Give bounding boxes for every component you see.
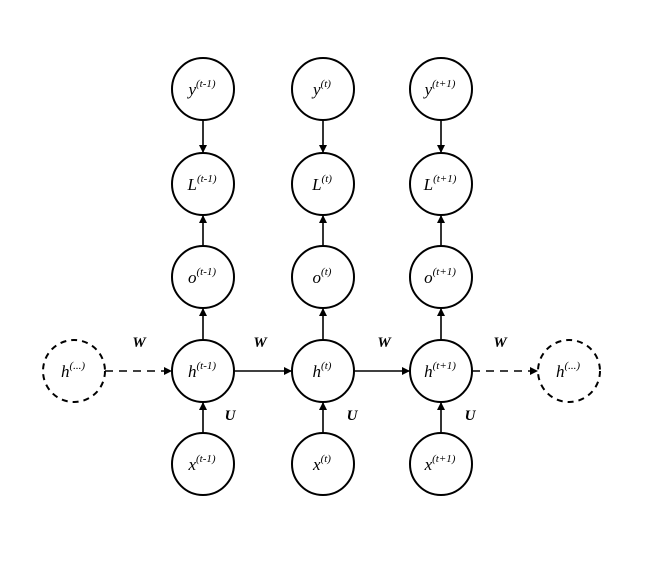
node-label: y(t-1) xyxy=(186,78,215,99)
node-label: L(t+1) xyxy=(423,173,457,194)
node-label: h(t-1) xyxy=(188,360,216,381)
node-L-tm1: L(t-1) xyxy=(171,152,235,216)
node-circle xyxy=(537,339,601,403)
node-y-tp1: y(t+1) xyxy=(409,57,473,121)
weight-label-w3: W xyxy=(377,335,392,351)
node-base: y xyxy=(186,80,196,99)
node-circle xyxy=(409,152,473,216)
node-superscript: (t-1) xyxy=(196,78,216,90)
node-label: L(t-1) xyxy=(186,173,216,194)
node-superscript: (t+1) xyxy=(432,78,456,90)
weight-labels: W W W W U U U xyxy=(132,335,508,424)
node-superscript: (t) xyxy=(321,78,332,90)
node-L-tp1: L(t+1) xyxy=(409,152,473,216)
node-base: x xyxy=(187,455,196,474)
node-label: h(...) xyxy=(61,360,85,381)
node-y-tm1: y(t-1) xyxy=(171,57,235,121)
node-h-tp1: h(t+1) xyxy=(409,339,473,403)
node-base: o xyxy=(188,268,197,287)
node-h-t: h(t) xyxy=(291,339,355,403)
node-o-t: o(t) xyxy=(291,245,355,309)
node-circle xyxy=(291,339,355,403)
node-base: y xyxy=(423,80,433,99)
node-label: o(t) xyxy=(313,266,332,287)
weight-label-u2: U xyxy=(347,408,359,424)
node-label: y(t) xyxy=(311,78,331,99)
node-superscript: (t+1) xyxy=(432,453,456,465)
node-circle xyxy=(409,245,473,309)
node-x-t: x(t) xyxy=(291,432,355,496)
node-h-tm1: h(t-1) xyxy=(171,339,235,403)
node-o-tm1: o(t-1) xyxy=(171,245,235,309)
node-base: h xyxy=(424,362,433,381)
node-label: L(t) xyxy=(311,173,332,194)
node-h-prev: h(...) xyxy=(42,339,106,403)
weight-label-w4: W xyxy=(493,335,508,351)
node-superscript: (t+1) xyxy=(433,360,457,372)
node-label: x(t-1) xyxy=(187,453,215,474)
node-superscript: (t-1) xyxy=(197,173,217,185)
node-superscript: (t-1) xyxy=(196,360,216,372)
node-base: L xyxy=(311,175,321,194)
edges xyxy=(105,120,538,433)
node-circle xyxy=(291,152,355,216)
weight-label-u3: U xyxy=(465,408,477,424)
node-label: x(t) xyxy=(312,453,331,474)
node-x-tp1: x(t+1) xyxy=(409,432,473,496)
node-circle xyxy=(171,432,235,496)
node-circle xyxy=(409,432,473,496)
node-circle xyxy=(171,57,235,121)
node-superscript: (t) xyxy=(321,266,332,278)
node-circle xyxy=(291,245,355,309)
node-h-next: h(...) xyxy=(537,339,601,403)
node-label: y(t+1) xyxy=(423,78,456,99)
node-superscript: (t-1) xyxy=(196,453,216,465)
node-superscript: (t) xyxy=(322,173,333,185)
node-L-t: L(t) xyxy=(291,152,355,216)
node-label: x(t+1) xyxy=(424,453,456,474)
node-circle xyxy=(291,432,355,496)
node-base: x xyxy=(424,455,433,474)
node-base: h xyxy=(188,362,197,381)
node-circle xyxy=(171,152,235,216)
node-circle xyxy=(171,245,235,309)
node-superscript: (t-1) xyxy=(196,266,216,278)
node-circle xyxy=(409,339,473,403)
node-label: h(t) xyxy=(313,360,332,381)
node-superscript: (t+1) xyxy=(433,266,457,278)
nodes: y(t-1)y(t)y(t+1)L(t-1)L(t)L(t+1)o(t-1)o(… xyxy=(42,57,601,496)
node-superscript: (t) xyxy=(321,360,332,372)
node-label: h(t+1) xyxy=(424,360,456,381)
node-base: x xyxy=(312,455,321,474)
weight-label-u1: U xyxy=(225,408,237,424)
node-base: L xyxy=(186,175,196,194)
node-superscript: (...) xyxy=(564,360,580,372)
node-circle xyxy=(409,57,473,121)
node-superscript: (t+1) xyxy=(433,173,457,185)
node-circle xyxy=(42,339,106,403)
node-base: h xyxy=(313,362,322,381)
node-label: h(...) xyxy=(556,360,580,381)
node-base: o xyxy=(424,268,433,287)
node-base: y xyxy=(311,80,321,99)
node-label: o(t+1) xyxy=(424,266,456,287)
node-circle xyxy=(291,57,355,121)
weight-label-w1: W xyxy=(132,335,147,351)
node-label: o(t-1) xyxy=(188,266,216,287)
node-base: o xyxy=(313,268,322,287)
node-base: L xyxy=(423,175,433,194)
node-superscript: (t) xyxy=(321,453,332,465)
node-o-tp1: o(t+1) xyxy=(409,245,473,309)
node-circle xyxy=(171,339,235,403)
node-base: h xyxy=(556,362,565,381)
weight-label-w2: W xyxy=(253,335,268,351)
node-base: h xyxy=(61,362,70,381)
node-superscript: (...) xyxy=(69,360,85,372)
node-y-t: y(t) xyxy=(291,57,355,121)
node-x-tm1: x(t-1) xyxy=(171,432,235,496)
